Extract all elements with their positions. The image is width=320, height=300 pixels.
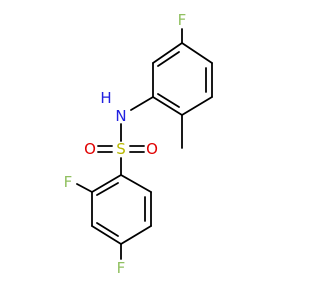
bond: [96, 182, 119, 196]
bond: [152, 96, 183, 116]
atom-o-right: O: [146, 140, 158, 158]
bond: [157, 93, 180, 108]
bond: [181, 96, 213, 116]
bond: [91, 225, 122, 245]
bond: [120, 174, 152, 193]
bond: [130, 96, 154, 111]
atom-h: H: [100, 89, 111, 107]
bond: [152, 42, 183, 64]
bond: [91, 174, 122, 193]
bond: [157, 51, 180, 67]
atom-f-ortho: F: [64, 173, 73, 191]
bond: [96, 222, 119, 237]
atom-n: N: [115, 107, 126, 125]
atom-s: S: [116, 140, 126, 158]
atom-labels: F N H S O O F F: [64, 11, 187, 277]
bond: [120, 225, 152, 245]
molecule-structure: F N H S O O F F: [63, 11, 213, 277]
bond: [76, 183, 93, 193]
bond: [181, 42, 213, 64]
atom-f-para: F: [117, 259, 126, 277]
bonds: [76, 28, 213, 260]
atom-o-left: O: [84, 140, 96, 158]
atom-f-top: F: [178, 11, 187, 29]
